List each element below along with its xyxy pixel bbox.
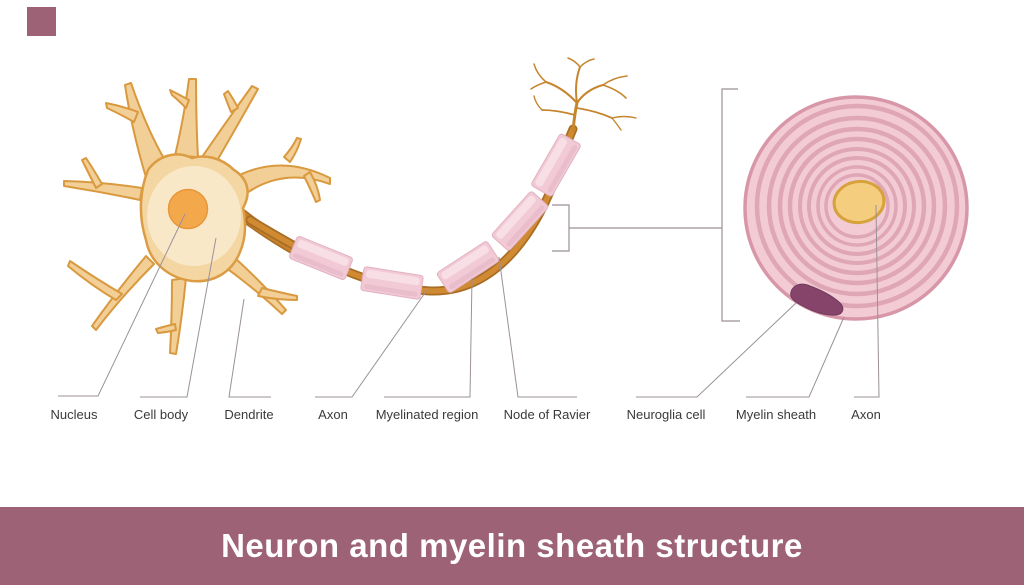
myelin-rings xyxy=(754,103,960,309)
leader-lines xyxy=(58,204,880,398)
myelin-segment xyxy=(531,133,581,197)
axon-core xyxy=(832,179,886,225)
leader-neuroglia-cell xyxy=(636,302,797,398)
leader-axon-cross-section xyxy=(854,204,880,398)
leader-myelin-sheath xyxy=(746,316,845,398)
corner-accent-square xyxy=(27,7,56,36)
leader-myelinated-region xyxy=(384,277,473,398)
label-neuroglia-cell: Neuroglia cell xyxy=(627,407,706,422)
label-axon: Axon xyxy=(318,407,348,422)
leader-node-of-ravier xyxy=(498,256,577,398)
bracket-segment xyxy=(552,204,570,252)
myelin-segment xyxy=(491,191,549,251)
label-axon-cross-section: Axon xyxy=(851,407,881,422)
neuron-illustration xyxy=(63,78,331,355)
labels: Nucleus Cell body Dendrite Axon Myelinat… xyxy=(51,407,881,422)
label-node-of-ravier: Node of Ravier xyxy=(504,407,591,422)
leader-cell-body xyxy=(140,237,217,398)
myelin-segment xyxy=(360,266,424,300)
nucleus-shape xyxy=(167,188,209,230)
bracket-cross-section xyxy=(721,88,740,322)
label-cell-body: Cell body xyxy=(134,407,189,422)
label-myelin-sheath: Myelin sheath xyxy=(736,407,816,422)
myelin-segments xyxy=(289,133,581,300)
myelin-segment xyxy=(436,241,500,293)
neuroglia-cell-shape xyxy=(790,283,844,316)
leader-nucleus xyxy=(58,213,186,397)
label-dendrite: Dendrite xyxy=(224,407,273,422)
myelin-cross-section xyxy=(743,95,969,321)
label-nucleus: Nucleus xyxy=(51,407,98,422)
label-myelinated-region: Myelinated region xyxy=(376,407,479,422)
page-title: Neuron and myelin sheath structure xyxy=(221,527,803,564)
leader-axon xyxy=(315,289,428,398)
title-bar: Neuron and myelin sheath structure xyxy=(0,507,1024,585)
myelin-segment xyxy=(289,236,353,280)
leader-dendrite xyxy=(228,298,271,398)
axon-terminal-tree xyxy=(530,57,637,133)
magnification-brackets xyxy=(552,88,740,322)
